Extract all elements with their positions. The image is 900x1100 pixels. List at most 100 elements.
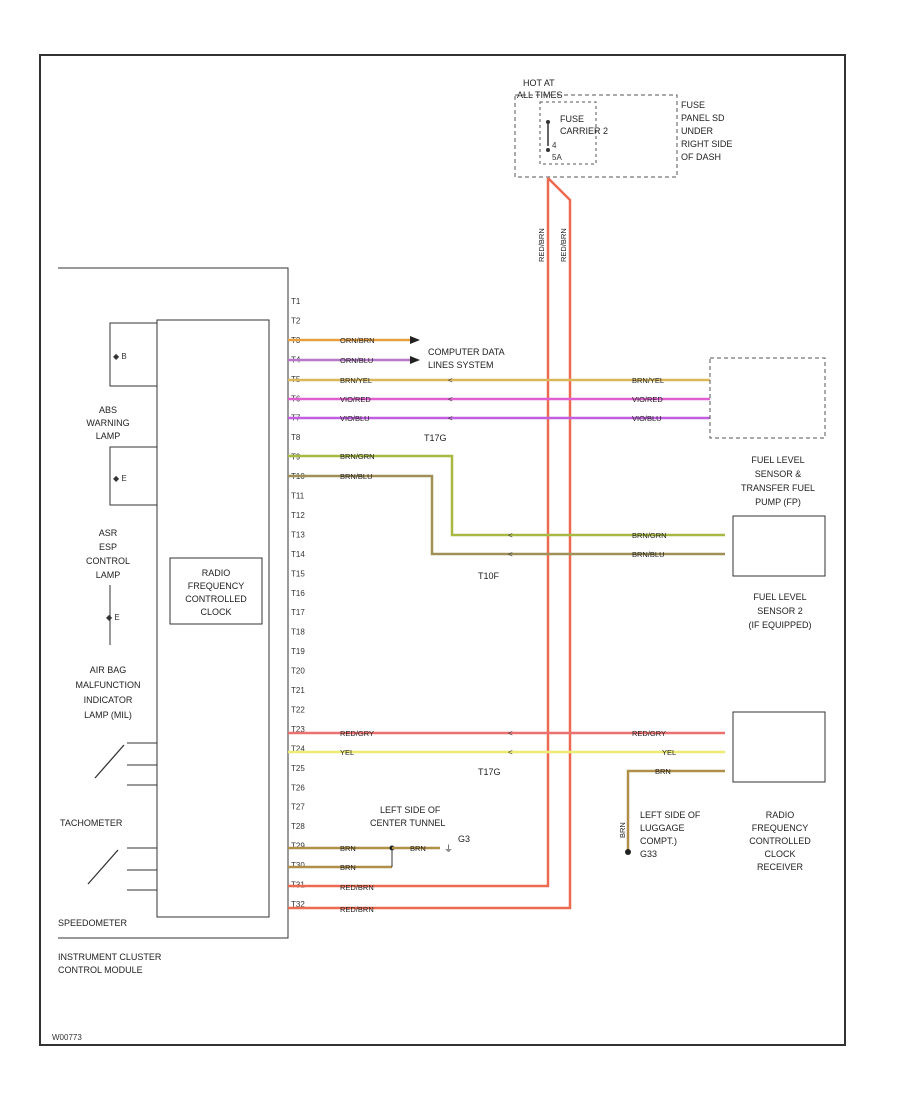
instrument-cluster: ◆ B ABS WARNING LAMP ◆ E ASR ESP CONTROL… <box>58 267 305 975</box>
asr-lamp-label-1: ASR <box>99 528 118 538</box>
cluster-pin-label: T22 <box>291 706 305 715</box>
fuel1-label-4: PUMP (FP) <box>755 497 801 507</box>
wire-label-red-brn-t31: RED/BRN <box>340 883 374 892</box>
cluster-name-1: INSTRUMENT CLUSTER <box>58 952 162 962</box>
radio-clock-label-3: CONTROLLED <box>185 594 247 604</box>
fuel1-label-2: SENSOR & <box>755 469 802 479</box>
cluster-pin-labels: T1T2T3T4T5T6T7T8T9T10T11T12T13T14T15T16T… <box>291 297 305 909</box>
cluster-pin-label: T32 <box>291 900 305 909</box>
wire-label-red-brn-vertical-2: RED/BRN <box>559 228 568 262</box>
cluster-pin-label: T29 <box>291 842 305 851</box>
fuse-location-1: FUSE <box>681 100 705 110</box>
abs-lamp-label-3: LAMP <box>96 431 121 441</box>
connector-mark-d: < <box>508 531 513 540</box>
wire-label-brn-vertical: BRN <box>618 822 627 838</box>
fuse-location-4: RIGHT SIDE <box>681 139 732 149</box>
airbag-lamp-symbol: ◆ E <box>106 613 120 622</box>
radio-clock-label-4: CLOCK <box>200 607 231 617</box>
ground2-label-3: COMPT.) <box>640 836 677 846</box>
fuel1-label-1: FUEL LEVEL <box>751 455 804 465</box>
cluster-pin-label: T8 <box>291 433 301 442</box>
wire-label-brn-blu-left: BRN/BLU <box>340 472 373 481</box>
connector-mark-g: < <box>508 748 513 757</box>
fuel2-label-3: (IF EQUIPPED) <box>748 620 811 630</box>
radio-clock-label-1: RADIO <box>202 568 231 578</box>
receiver-label-1: RADIO <box>766 810 795 820</box>
fuse-location-3: UNDER <box>681 126 714 136</box>
ground2-label-1: LEFT SIDE OF <box>640 810 701 820</box>
cluster-pin-label: T12 <box>291 511 305 520</box>
cluster-pin-label: T30 <box>291 861 305 870</box>
connector-t17g-top: T17G <box>424 433 447 443</box>
asr-lamp-label-2: ESP <box>99 542 117 552</box>
airbag-lamp-label-3: INDICATOR <box>84 695 133 705</box>
wire-label-orn-brn: ORN/BRN <box>340 336 375 345</box>
ground1-label-2: CENTER TUNNEL <box>370 818 445 828</box>
cluster-pin-label: T2 <box>291 316 301 325</box>
asr-lamp-loop <box>109 446 158 506</box>
cluster-pin-label: T25 <box>291 764 305 773</box>
wire-label-red-gry-left: RED/GRY <box>340 729 374 738</box>
cluster-pin-label: T19 <box>291 647 305 656</box>
wire-label-brn-yel-left: BRN/YEL <box>340 376 372 385</box>
fuse-location-2: PANEL SD <box>681 113 725 123</box>
wire-label-vio-blu-left: VIO/BLU <box>340 414 370 423</box>
airbag-lamp-label-4: LAMP (MIL) <box>84 710 132 720</box>
connector-mark-c: < <box>448 414 453 423</box>
wire-brn-grn <box>288 454 725 537</box>
cluster-pin-label: T18 <box>291 628 305 637</box>
cluster-pin-label: T11 <box>291 492 305 501</box>
wire-label-yel-right: YEL <box>662 748 676 757</box>
wire-label-brn-ground: BRN <box>410 844 426 853</box>
dashed-component-upper <box>709 357 826 439</box>
wire-label-vio-red-left: VIO/RED <box>340 395 371 404</box>
cluster-pin-label: T21 <box>291 686 305 695</box>
wire-label-brn-grn-right: BRN/GRN <box>632 531 667 540</box>
wire-brn-blu <box>288 474 725 556</box>
airbag-lamp-label-2: MALFUNCTION <box>76 680 141 690</box>
fuse-block: HOT AT ALL TIMES FUSE CARRIER 2 4 5A FUS… <box>514 78 732 178</box>
wire-label-red-brn-t32: RED/BRN <box>340 905 374 914</box>
wire-brn-ground-2 <box>626 769 725 850</box>
wire-label-orn-blu: ORN/BLU <box>340 356 373 365</box>
receiver-label-4: CLOCK <box>764 849 795 859</box>
cluster-pin-label: T14 <box>291 550 305 559</box>
fuse-number: 4 <box>552 141 557 150</box>
cluster-outline <box>58 267 289 939</box>
cluster-inner-box <box>156 319 270 918</box>
ground1-id: G3 <box>458 834 470 844</box>
cluster-pin-label: T24 <box>291 744 305 753</box>
data-arrow-2 <box>410 356 420 364</box>
abs-lamp-loop <box>109 322 158 387</box>
wire-label-brn-t30: BRN <box>340 863 356 872</box>
fuse-terminal-bottom <box>546 148 550 152</box>
data-arrow-1 <box>410 336 420 344</box>
wire-red-brn-1 <box>288 178 550 888</box>
wire-label-red-brn-vertical-1: RED/BRN <box>537 228 546 262</box>
wire-label-vio-blu-right: VIO/BLU <box>632 414 662 423</box>
radio-clock-receiver-box <box>732 711 826 783</box>
ground-point-2 <box>625 849 631 855</box>
right-components: FUEL LEVEL SENSOR & TRANSFER FUEL PUMP (… <box>709 357 826 872</box>
connector-t10f: T10F <box>478 571 500 581</box>
wire-label-brn-right: BRN <box>655 767 671 776</box>
airbag-lamp-label-1: AIR BAG <box>90 665 127 675</box>
radio-clock-module <box>169 557 263 625</box>
abs-lamp-symbol: ◆ B <box>113 352 127 361</box>
cluster-pin-label: T27 <box>291 803 305 812</box>
fuel2-label-1: FUEL LEVEL <box>753 592 806 602</box>
cluster-pin-label: T1 <box>291 297 301 306</box>
wire-red-brn-2 <box>288 177 572 910</box>
data-link-label-2: LINES SYSTEM <box>428 360 494 370</box>
fuse-carrier-outline <box>539 101 597 165</box>
wire-label-red-gry-right: RED/GRY <box>632 729 666 738</box>
ground-symbol-1: ⏚ <box>444 844 453 854</box>
cluster-pin-label: T15 <box>291 569 305 578</box>
receiver-label-5: RECEIVER <box>757 862 804 872</box>
wire-label-vio-red-right: VIO/RED <box>632 395 663 404</box>
cluster-pin-label: T20 <box>291 667 305 676</box>
speedometer-label: SPEEDOMETER <box>58 918 128 928</box>
cluster-pin-label: T16 <box>291 589 305 598</box>
wire-label-brn-blu-right: BRN/BLU <box>632 550 665 559</box>
